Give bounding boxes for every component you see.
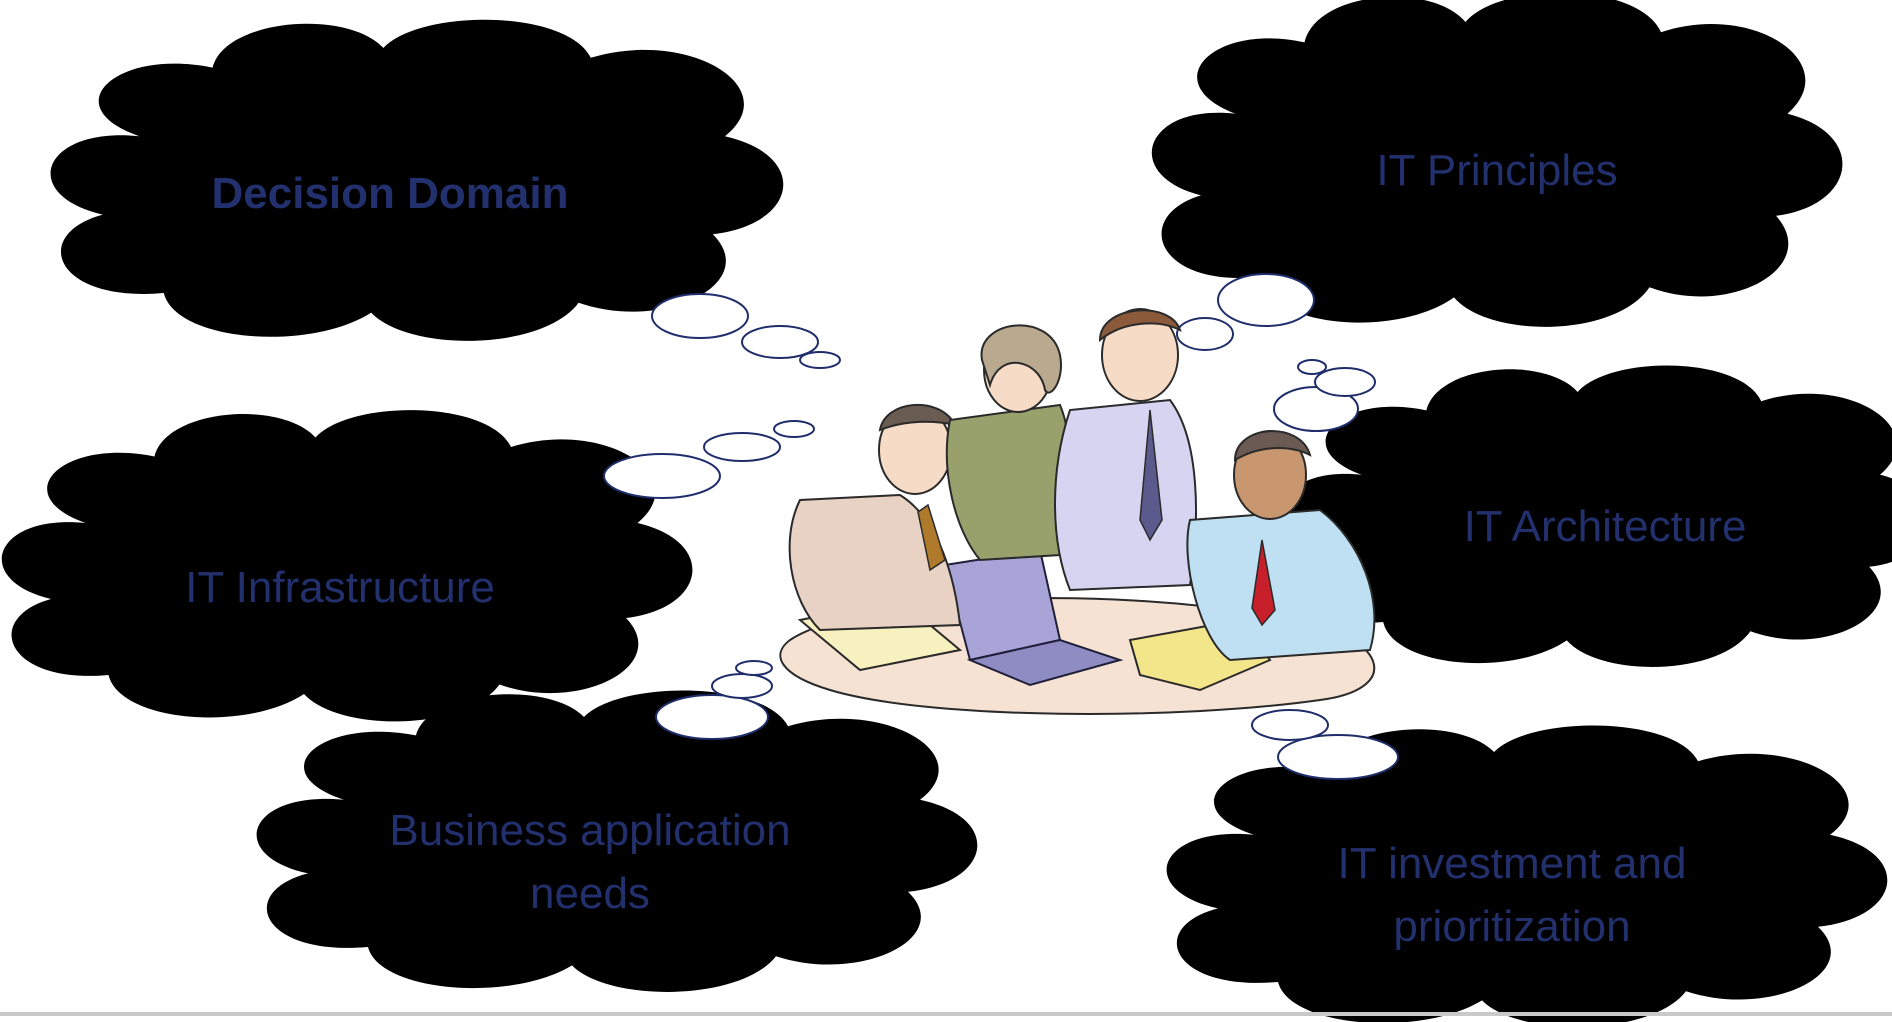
thought-bubbles-it-principles bbox=[1176, 273, 1315, 351]
cloud-business-application-needs: Business application needs bbox=[256, 660, 978, 992]
thought-bubbles-decision-domain bbox=[651, 293, 841, 369]
it-investment-label-line2: prioritization bbox=[1393, 902, 1630, 951]
thought-bubbles-business-application bbox=[655, 660, 773, 740]
it-investment-label-line1: IT investment and bbox=[1338, 839, 1687, 888]
business-application-label-line1: Business application bbox=[389, 806, 790, 855]
it-architecture-label: IT Architecture bbox=[1464, 502, 1747, 551]
it-principles-label: IT Principles bbox=[1376, 146, 1617, 195]
decision-domain-label: Decision Domain bbox=[212, 169, 569, 218]
cloud-it-principles: IT Principles bbox=[1151, 0, 1843, 351]
team-meeting-clipart-icon bbox=[779, 308, 1376, 715]
it-infrastructure-label: IT Infrastructure bbox=[185, 563, 495, 612]
cloud-it-architecture: IT Architecture bbox=[1273, 359, 1892, 667]
thought-bubbles-it-infrastructure bbox=[603, 420, 815, 499]
business-application-label-line2: needs bbox=[530, 869, 650, 918]
cloud-it-investment: IT investment and prioritization bbox=[1166, 709, 1888, 1022]
thought-bubbles-it-architecture bbox=[1273, 359, 1376, 432]
cloud-decision-domain: Decision Domain bbox=[50, 19, 841, 369]
cloud-it-infrastructure: IT Infrastructure bbox=[1, 410, 815, 722]
thought-bubbles-it-investment bbox=[1251, 709, 1399, 780]
